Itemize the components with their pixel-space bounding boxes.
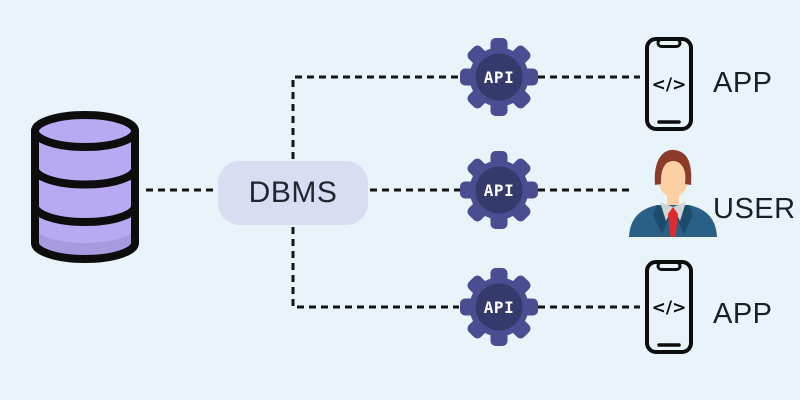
gear-icon: [460, 151, 538, 229]
database-top-ellipse: [31, 111, 139, 151]
database-sides: [31, 127, 139, 247]
user-label: USER: [713, 193, 796, 225]
code-glyph: </>: [652, 298, 687, 318]
app-label-bottom: APP: [713, 298, 773, 330]
smartphone-icon-top: </>: [645, 37, 693, 131]
api-gear-icon-top: API: [460, 38, 538, 116]
dotted-connector-dbms-gear-bottom: [291, 227, 459, 309]
dbms-label: DBMS: [248, 176, 338, 209]
dotted-connector-dbms-gear-top: [291, 75, 459, 159]
dbms-node: DBMS: [218, 161, 368, 225]
gear-core: [475, 166, 523, 214]
gear-core: [475, 283, 523, 331]
database-band: [31, 239, 139, 263]
avatar-collar-right: [673, 202, 686, 221]
api-label: API: [483, 297, 515, 317]
api-label: API: [483, 67, 515, 87]
code-glyph: </>: [652, 75, 687, 95]
avatar-tie: [668, 207, 678, 237]
phone-notch: [656, 38, 682, 48]
database-band: [31, 202, 139, 226]
smartphone-icon-bottom: </>: [645, 260, 693, 354]
phone-notch: [656, 261, 682, 271]
database-bottom-shade: [35, 227, 135, 259]
gear-icon: [460, 268, 538, 346]
app-label-top: APP: [713, 67, 773, 99]
database-cylinder-icon: [31, 111, 139, 263]
api-label: API: [483, 180, 515, 200]
database-body: [35, 131, 135, 259]
avatar-hair: [654, 149, 692, 185]
gear-icon: [460, 38, 538, 116]
avatar-collar-left: [660, 202, 673, 221]
api-gear-icon-bottom: API: [460, 268, 538, 346]
gear-core: [475, 53, 523, 101]
user-avatar-icon: [629, 149, 717, 237]
api-gear-icon-middle: API: [460, 151, 538, 229]
avatar-face: [657, 156, 689, 198]
database-band: [31, 164, 139, 189]
